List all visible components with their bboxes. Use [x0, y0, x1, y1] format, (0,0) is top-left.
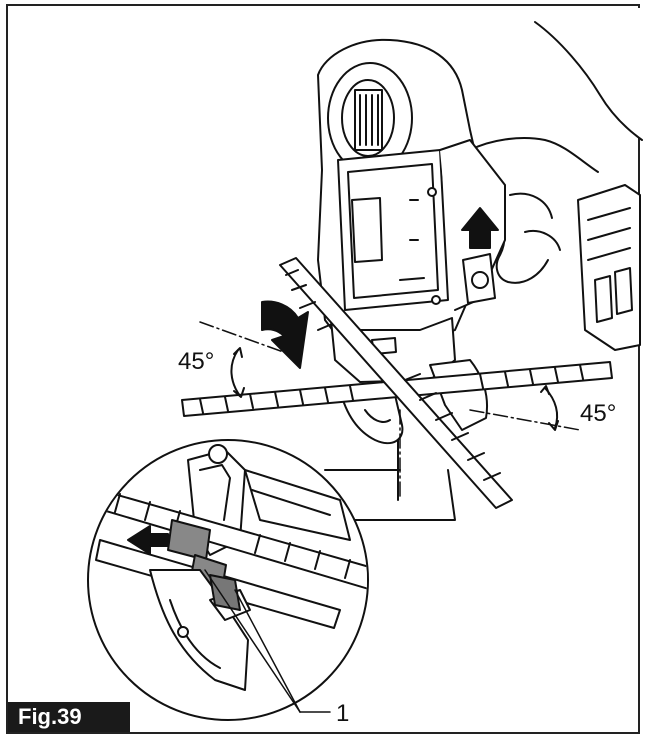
angle-arc-left — [230, 347, 245, 398]
tool-body — [317, 38, 506, 383]
rebar-diagonal — [279, 257, 513, 509]
angle-label-left: 45° — [178, 348, 215, 375]
rotation-down-arrow — [261, 300, 309, 369]
trigger-lever — [462, 253, 496, 304]
battery-pack — [577, 184, 641, 351]
part-number-label: 1 — [336, 700, 350, 727]
angle-label-right: 45° — [580, 400, 617, 427]
figure-frame — [6, 4, 640, 734]
angle-arc-right — [540, 385, 559, 431]
detail-leader — [324, 439, 456, 521]
angle-reference-lines — [199, 321, 581, 501]
detail-left-arrow — [127, 525, 169, 555]
detail-circle — [87, 439, 369, 721]
part-1-leaders — [204, 569, 331, 713]
hand-outline — [458, 8, 643, 284]
figure-label-badge: Fig.39 — [8, 702, 130, 732]
trigger-up-arrow — [461, 207, 499, 249]
